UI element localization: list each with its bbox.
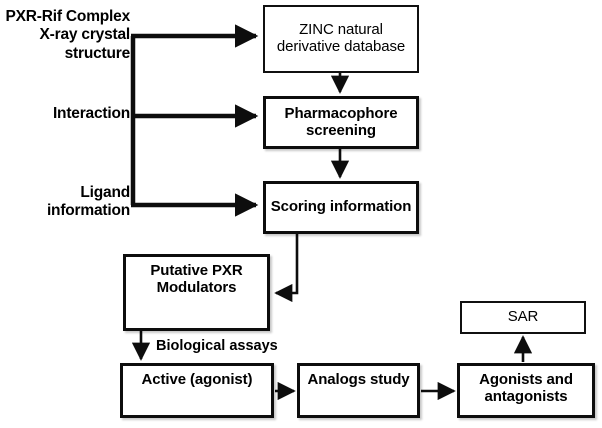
node-agonists-and-antagonists[interactable]: Agonists and antagonists xyxy=(457,363,595,418)
edge-label-biological-assays: Biological assays xyxy=(156,338,278,354)
node-putative-pxr-modulators[interactable]: Putative PXR Modulators xyxy=(123,254,270,331)
edge-scoring-to-putative xyxy=(274,234,299,303)
node-zinc-database[interactable]: ZINC natural derivative database xyxy=(263,5,419,73)
node-scoring-information-label: Scoring information xyxy=(270,198,412,216)
input-label-ligand-information: Ligand information xyxy=(46,184,130,220)
node-zinc-database-label: ZINC natural derivative database xyxy=(276,21,406,55)
node-sar-label: SAR xyxy=(507,308,539,326)
node-agonists-and-antagonists-label: Agonists and antagonists xyxy=(479,371,573,405)
node-sar[interactable]: SAR xyxy=(460,301,586,334)
input-label-interaction: Interaction xyxy=(52,105,130,122)
input-label-xray-crystal-structure: PXR-Rif Complex X-ray crystal structure xyxy=(5,8,131,62)
node-putative-pxr-modulators-label: Putative PXR Modulators xyxy=(150,262,243,296)
node-analogs-study[interactable]: Analogs study xyxy=(297,363,420,418)
node-analogs-study-label: Analogs study xyxy=(307,371,410,388)
node-pharmacophore-screening-label: Pharmacophore screening xyxy=(284,104,398,139)
node-pharmacophore-screening[interactable]: Pharmacophore screening xyxy=(263,96,419,149)
node-active-agonist[interactable]: Active (agonist) xyxy=(120,363,274,418)
node-scoring-information[interactable]: Scoring information xyxy=(263,181,419,234)
node-active-agonist-label: Active (agonist) xyxy=(141,371,253,388)
